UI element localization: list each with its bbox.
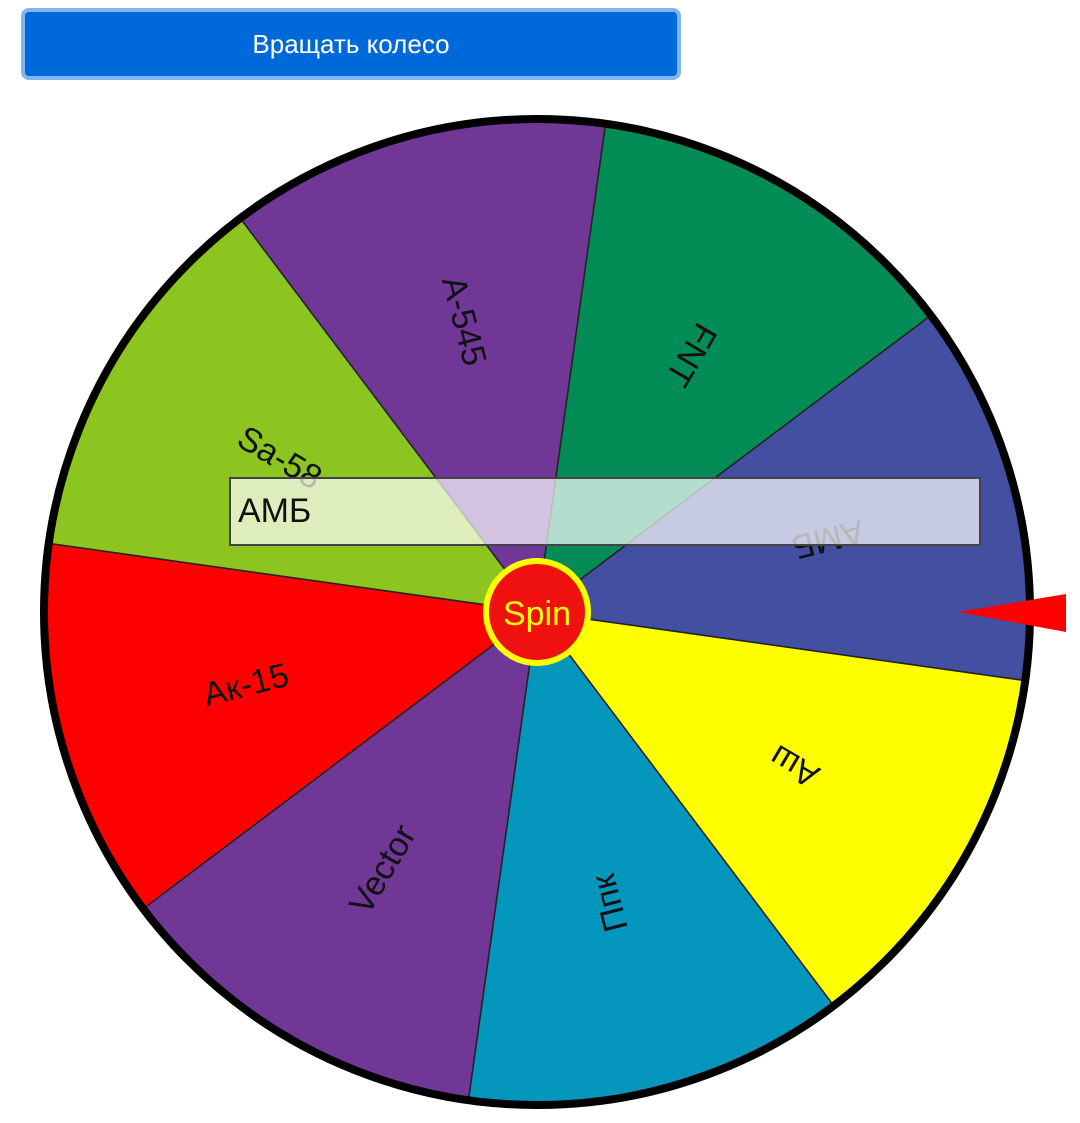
center-spin-label[interactable]: Spin bbox=[503, 595, 571, 633]
center-spin-circle[interactable] bbox=[483, 558, 591, 666]
center-spin-button[interactable]: Spin bbox=[483, 558, 591, 666]
spin-wheel-button[interactable]: Вращать колесо bbox=[21, 8, 681, 80]
result-display: АМБ bbox=[229, 477, 981, 546]
wheel-pointer-icon bbox=[958, 594, 1066, 632]
